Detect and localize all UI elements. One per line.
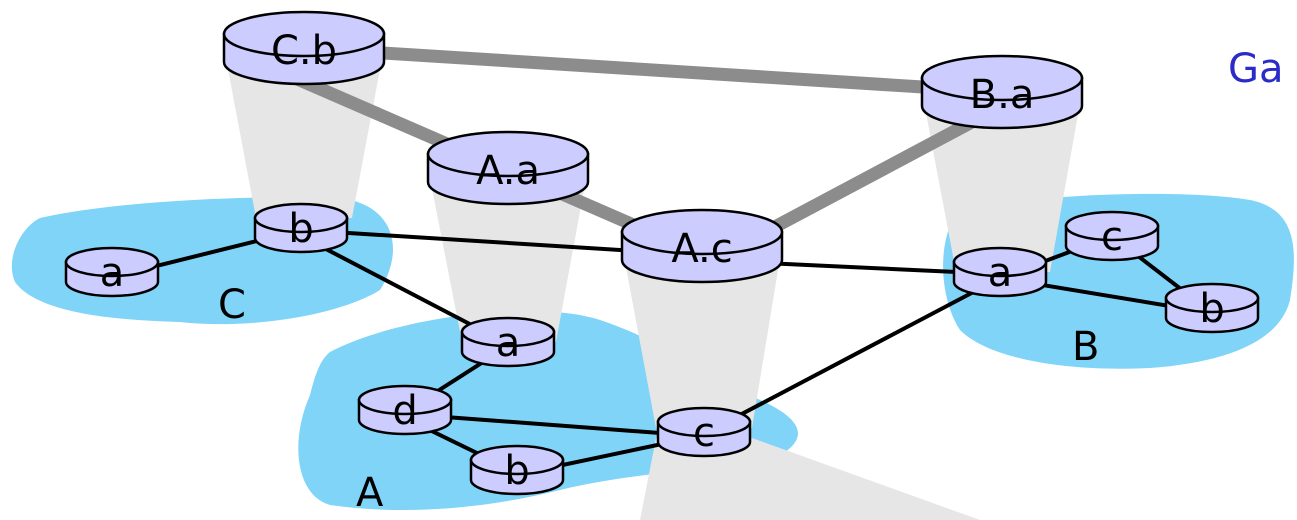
cone-outgoing [640,438,980,520]
router-Ba-top: B.a [920,54,1084,130]
router-B-c: c [1064,210,1160,262]
router-Cb-top: C.b [222,10,386,86]
router-A-a: a [460,316,556,368]
as-label-c: C [218,282,246,328]
router-label: d [392,388,417,434]
cone-ac [622,246,782,428]
as-label-a: A [356,470,384,516]
router-label: a [496,320,521,366]
router-label: c [1101,214,1123,260]
router-label: C.b [271,28,337,74]
router-label: a [988,250,1013,296]
router-B-a: a [952,246,1048,298]
router-A-d: d [357,384,453,436]
router-label: c [693,410,715,456]
router-label: a [100,250,125,296]
router-label: A.a [476,148,540,194]
router-label: b [504,448,529,494]
gateway-title-text: Ga [1228,46,1284,92]
router-A-c: c [656,406,752,458]
router-label: A.c [671,226,732,272]
router-Ac-top: A.c [620,208,784,284]
router-label: b [288,206,313,252]
router-C-b: b [253,202,349,254]
cone-ba [922,92,1082,272]
as-label-b: B [1072,324,1099,370]
router-label: B.a [970,72,1035,118]
router-C-a: a [64,246,160,298]
cone-cb [224,48,384,218]
router-A-b: b [469,444,565,496]
router-label: b [1199,286,1224,332]
router-Aa-top: A.a [426,130,590,206]
cone-aa [428,168,588,342]
router-B-b: b [1164,282,1260,334]
